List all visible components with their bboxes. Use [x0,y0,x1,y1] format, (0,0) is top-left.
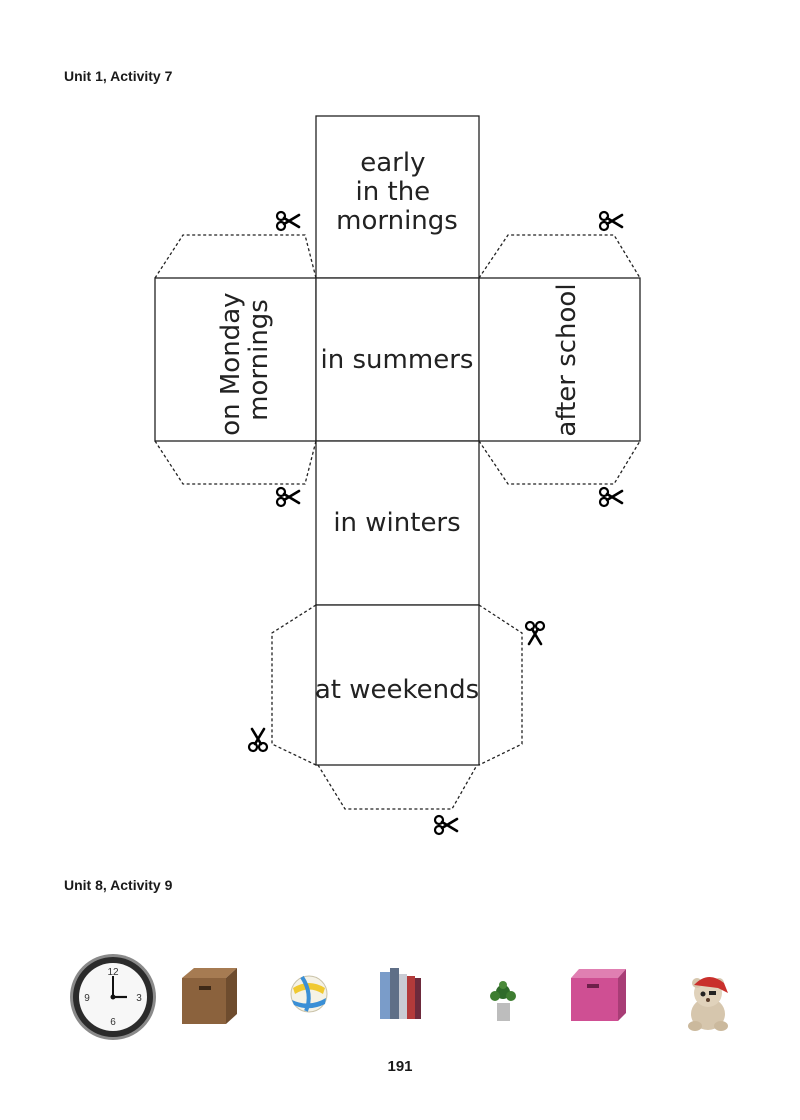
face-left-text: on Monday mornings [216,284,274,436]
tab-top-left [154,234,317,279]
svg-text:6: 6 [110,1017,116,1028]
tab-bottom-right [478,440,641,485]
scissors-icon [598,210,624,232]
cardboard-box-icon [182,968,237,1024]
face-top [315,115,480,279]
plant-icon [490,981,516,1021]
face-top-text: early in the mornings [336,148,458,236]
scissors-icon [247,727,269,753]
face-bottom [315,604,480,766]
face-center [315,277,480,442]
pink-box-icon [571,969,626,1021]
tab-bottom-face-right [478,604,523,766]
glue-tabs [154,234,641,810]
tab-bottom-left [154,440,317,485]
scissors-icon [433,814,459,836]
svg-text:3: 3 [136,993,142,1004]
unit8-activity-heading: Unit 8, Activity 9 [64,877,173,893]
face-right-text: after school [552,283,582,436]
svg-text:9: 9 [84,993,90,1004]
clock-icon: 12 3 6 9 [70,954,156,1040]
books-icon [380,968,421,1019]
svg-text:12: 12 [107,967,119,978]
tab-bottom-face-left [271,604,317,766]
scissors-icon [275,486,301,508]
face-below-text: in winters [333,508,460,538]
face-bottom-text: at weekends [315,675,479,705]
scissors-icon [275,210,301,232]
scissors-icon [524,620,546,646]
tab-bottom-end [317,764,478,810]
teddy-bear-icon [688,976,728,1031]
face-center-text: in summers [321,345,474,375]
page-number: 191 [387,1058,413,1075]
face-below [315,440,480,606]
scissors-icon [598,486,624,508]
tab-top-right [478,234,641,279]
ball-icon [290,975,328,1013]
face-right [478,277,641,442]
face-left [154,277,317,442]
unit1-activity-heading: Unit 1, Activity 7 [64,68,173,84]
